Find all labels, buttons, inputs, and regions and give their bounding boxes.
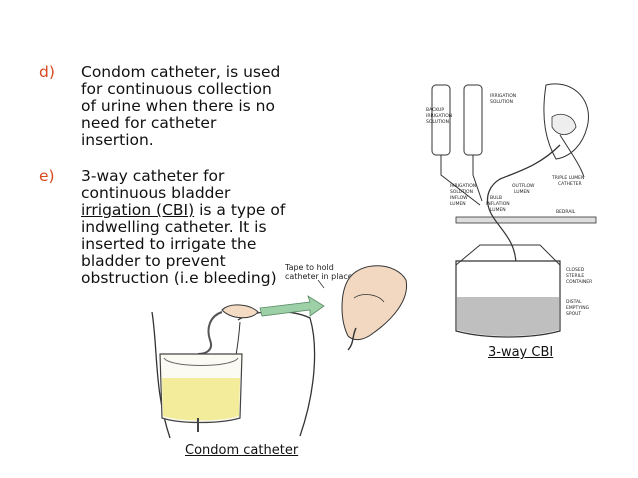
label-lumen-2: LUMEN	[490, 207, 506, 213]
label-solution-2: SOLUTION	[490, 99, 513, 105]
item-text: Condom catheter, is used for continuous …	[81, 64, 291, 149]
text-line: need for catheter	[81, 114, 217, 132]
label-closed: CLOSED	[566, 267, 585, 273]
label-bulb: BULB	[490, 195, 502, 201]
label-container: CONTAINER	[566, 279, 592, 285]
condom-catheter-caption: Condom catheter	[185, 443, 299, 458]
label-backup: BACKUP	[426, 107, 444, 113]
term-line: continuous bladder	[81, 184, 231, 202]
label-inflation: INFLATION	[486, 201, 510, 207]
term-line: irrigation (CBI)	[81, 201, 195, 219]
label-distal: DISTAL	[566, 299, 582, 305]
label-outflow-lumen: LUMEN	[514, 189, 530, 195]
label-irrigation-inflow: IRRIGATION	[450, 183, 476, 189]
label-outflow: OUTFLOW	[512, 183, 535, 189]
tape-label-line-1: Tape to hold	[284, 263, 334, 272]
tape-label-line-2: catheter in place	[285, 272, 353, 281]
cbi-illustration: BACKUP IRRIGATION SOLUTION IRRIGATION SO…	[426, 83, 597, 338]
item-text: 3-way catheter for continuous bladder ir…	[81, 168, 291, 287]
condom-catheter-illustration: Tape to hold catheter in place	[151, 263, 408, 439]
label-catheter: CATHETER	[558, 181, 582, 187]
text-line: is a type of	[194, 201, 286, 219]
term-line: 3-way catheter for	[81, 167, 225, 185]
text-line: inserted to irrigate the	[81, 235, 257, 253]
label-sterile: STERILE	[566, 273, 584, 279]
text-line: obstruction (i.e bleeding)	[81, 269, 277, 287]
label-lumen: LUMEN	[450, 201, 466, 207]
label-inflow: INFLOW	[450, 195, 468, 201]
list-marker-e: e)	[39, 167, 55, 185]
text-line: indwelling catheter. It is	[81, 218, 267, 236]
label-emptying: EMPTYING	[566, 305, 590, 311]
label-solution-inflow: SOLUTION	[450, 189, 473, 195]
label-triple-lumen: TRIPLE LUMEN	[551, 175, 584, 181]
text-line: insertion.	[81, 131, 154, 149]
text-line: for continuous collection	[81, 80, 272, 98]
label-solution: SOLUTION	[426, 119, 449, 125]
label-bedrail: BEDRAIL	[556, 209, 576, 215]
cbi-caption: 3-way CBI	[488, 345, 554, 360]
label-irrigation: IRRIGATION	[426, 113, 452, 119]
text-line: of urine when there is no	[81, 97, 275, 115]
label-spout: SPOUT	[566, 311, 581, 317]
text-line: , is used	[215, 63, 281, 81]
label-irrigation-solution: IRRIGATION	[490, 93, 516, 99]
text-line: bladder to prevent	[81, 252, 226, 270]
term-condom-catheter: Condom catheter	[81, 63, 216, 81]
list-marker-d: d)	[39, 63, 55, 81]
